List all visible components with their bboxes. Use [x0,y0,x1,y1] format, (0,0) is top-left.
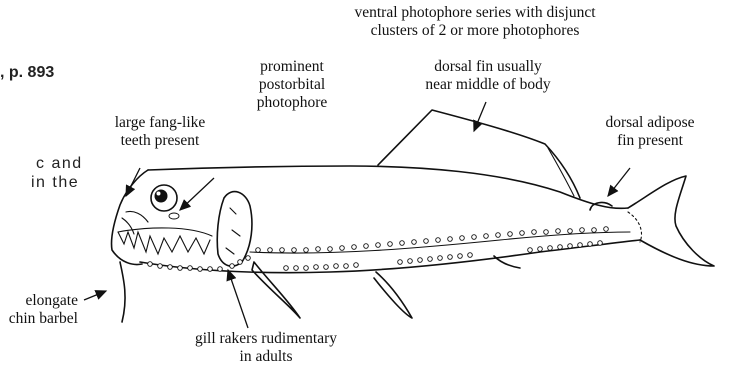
pectoral-fin [252,262,300,318]
arrow-fang-teeth [126,168,140,196]
arrow-adipose-fin [608,168,630,196]
pelvic-fin [374,272,412,318]
fish-body-dorsal-outline [148,166,628,208]
throat-photophores [230,256,251,269]
opercle [217,192,252,267]
arrow-postorbital [180,178,214,210]
photophore-row-ventral [148,241,603,272]
chin-barbel [120,262,125,322]
arrow-gill-rakers [228,270,248,328]
postorbital-photophore [169,213,179,219]
caudal-fin [628,176,714,266]
arrow-chin-barbel [84,291,106,300]
pupil [155,190,168,203]
fang-teeth [118,232,210,254]
dorsal-fin [378,110,580,198]
arrow-dorsal-fin [474,102,486,131]
fish-head [111,170,148,264]
photophore-row-upper [256,227,609,253]
